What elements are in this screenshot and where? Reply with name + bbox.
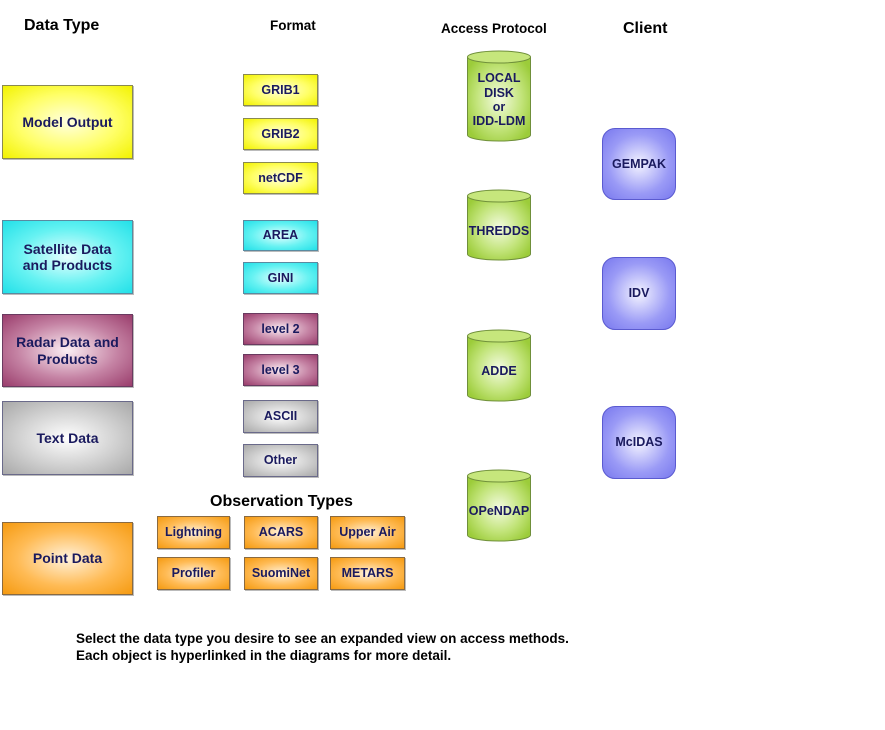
client-mcidas[interactable]: McIDAS: [602, 406, 676, 479]
obs-label: Profiler: [171, 566, 216, 581]
format-ascii[interactable]: ASCII: [243, 400, 318, 433]
obs-label: ACARS: [258, 525, 304, 540]
obs-lightning[interactable]: Lightning: [157, 516, 230, 549]
protocol-label-line: IDD-LDM: [472, 114, 526, 129]
format-area[interactable]: AREA: [243, 220, 318, 251]
protocol-label: THREDDS: [468, 223, 530, 238]
format-label: GINI: [267, 270, 294, 285]
obs-label: SuomiNet: [251, 566, 311, 581]
obs-profiler[interactable]: Profiler: [157, 557, 230, 590]
format-label: ASCII: [263, 409, 298, 424]
protocol-opendap[interactable]: OPeNDAP: [467, 469, 531, 542]
format-grib1[interactable]: GRIB1: [243, 74, 318, 106]
obs-metars[interactable]: METARS: [330, 557, 405, 590]
client-label: IDV: [628, 286, 650, 301]
instructions-line-1: Select the data type you desire to see a…: [76, 631, 569, 646]
header-format: Format: [270, 18, 316, 33]
format-label: netCDF: [258, 170, 303, 185]
header-client: Client: [623, 20, 668, 37]
format-gini[interactable]: GINI: [243, 262, 318, 294]
client-gempak[interactable]: GEMPAK: [602, 128, 676, 200]
protocol-local-disk-idd-ldm[interactable]: LOCAL DISK or IDD-LDM: [467, 50, 531, 142]
client-idv[interactable]: IDV: [602, 257, 676, 330]
database-cylinder-icon: [467, 329, 531, 402]
data-type-satellite[interactable]: Satellite Data and Products: [2, 220, 133, 294]
format-grib2[interactable]: GRIB2: [243, 118, 318, 150]
format-label: GRIB1: [261, 82, 300, 97]
header-data-type: Data Type: [24, 17, 100, 34]
data-type-text[interactable]: Text Data: [2, 401, 133, 475]
format-label: Other: [263, 453, 298, 468]
data-type-point[interactable]: Point Data: [2, 522, 133, 595]
data-type-label: Point Data: [32, 550, 103, 567]
instructions-line-2: Each object is hyperlinked in the diagra…: [76, 647, 452, 663]
obs-acars[interactable]: ACARS: [244, 516, 318, 549]
obs-label: Upper Air: [339, 525, 396, 540]
format-level-3[interactable]: level 3: [243, 354, 318, 386]
protocol-label: OPeNDAP: [468, 504, 530, 519]
format-label: GRIB2: [261, 126, 300, 141]
data-type-label: Model Output: [22, 113, 113, 130]
data-type-label: Text Data: [36, 429, 99, 446]
client-label: GEMPAK: [612, 156, 666, 171]
protocol-thredds[interactable]: THREDDS: [467, 189, 531, 261]
instructions: Select the data type you desire to see a…: [76, 631, 569, 664]
data-type-label: Satellite Data and Products: [22, 240, 113, 273]
database-cylinder-icon: [467, 50, 531, 142]
format-label: level 3: [261, 362, 300, 377]
database-cylinder-icon: [467, 189, 531, 261]
protocol-label-line: LOCAL: [477, 71, 521, 86]
obs-label: Lightning: [165, 525, 222, 540]
protocol-label-line: or: [492, 100, 506, 114]
header-access-protocol: Access Protocol: [441, 21, 547, 36]
protocol-label-line: DISK: [484, 85, 514, 100]
data-type-label: Radar Data and Products: [16, 334, 119, 367]
format-level-2[interactable]: level 2: [243, 313, 318, 345]
obs-label: METARS: [341, 566, 394, 581]
data-type-model-output[interactable]: Model Output: [2, 85, 133, 159]
data-type-radar[interactable]: Radar Data and Products: [2, 314, 133, 387]
obs-suominet[interactable]: SuomiNet: [244, 557, 318, 590]
format-label: level 2: [261, 321, 300, 336]
database-cylinder-icon: [467, 469, 531, 542]
format-other[interactable]: Other: [243, 444, 318, 477]
client-label: McIDAS: [615, 435, 663, 450]
header-observation-types: Observation Types: [210, 493, 353, 510]
protocol-adde[interactable]: ADDE: [467, 329, 531, 402]
obs-upper-air[interactable]: Upper Air: [330, 516, 405, 549]
format-netcdf[interactable]: netCDF: [243, 162, 318, 194]
protocol-label: ADDE: [481, 364, 517, 379]
format-label: AREA: [262, 228, 299, 243]
